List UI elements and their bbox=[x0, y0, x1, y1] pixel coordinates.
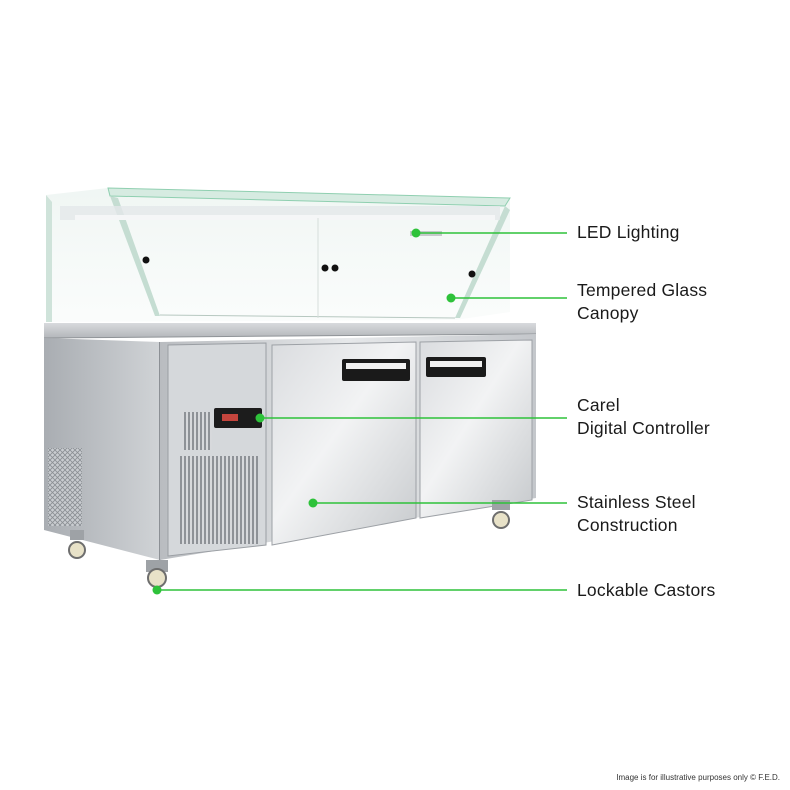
callout-line: Tempered Glass bbox=[577, 280, 708, 300]
front-body bbox=[160, 334, 536, 560]
callout-line: Carel bbox=[577, 395, 620, 415]
worktop bbox=[43, 323, 537, 339]
disclaimer-text: Image is for illustrative purposes only … bbox=[616, 773, 780, 782]
callout-line: Construction bbox=[577, 515, 678, 535]
callout-lockable-castors: Lockable Castors bbox=[577, 579, 715, 602]
callout-line: Canopy bbox=[577, 303, 639, 323]
callout-line: Lockable Castors bbox=[577, 580, 716, 600]
callout-tempered-glass-canopy: Tempered Glass Canopy bbox=[577, 279, 707, 325]
callout-connectors bbox=[152, 228, 567, 595]
callout-line: Digital Controller bbox=[577, 418, 710, 438]
left-side-panel bbox=[44, 338, 161, 560]
glass-canopy bbox=[46, 187, 511, 322]
callout-line: LED Lighting bbox=[577, 222, 680, 242]
callout-stainless-steel-construction: Stainless Steel Construction bbox=[577, 491, 696, 537]
callout-line: Stainless Steel bbox=[577, 492, 696, 512]
callout-led-lighting: LED Lighting bbox=[577, 221, 680, 244]
callout-carel-digital-controller: Carel Digital Controller bbox=[577, 394, 710, 440]
